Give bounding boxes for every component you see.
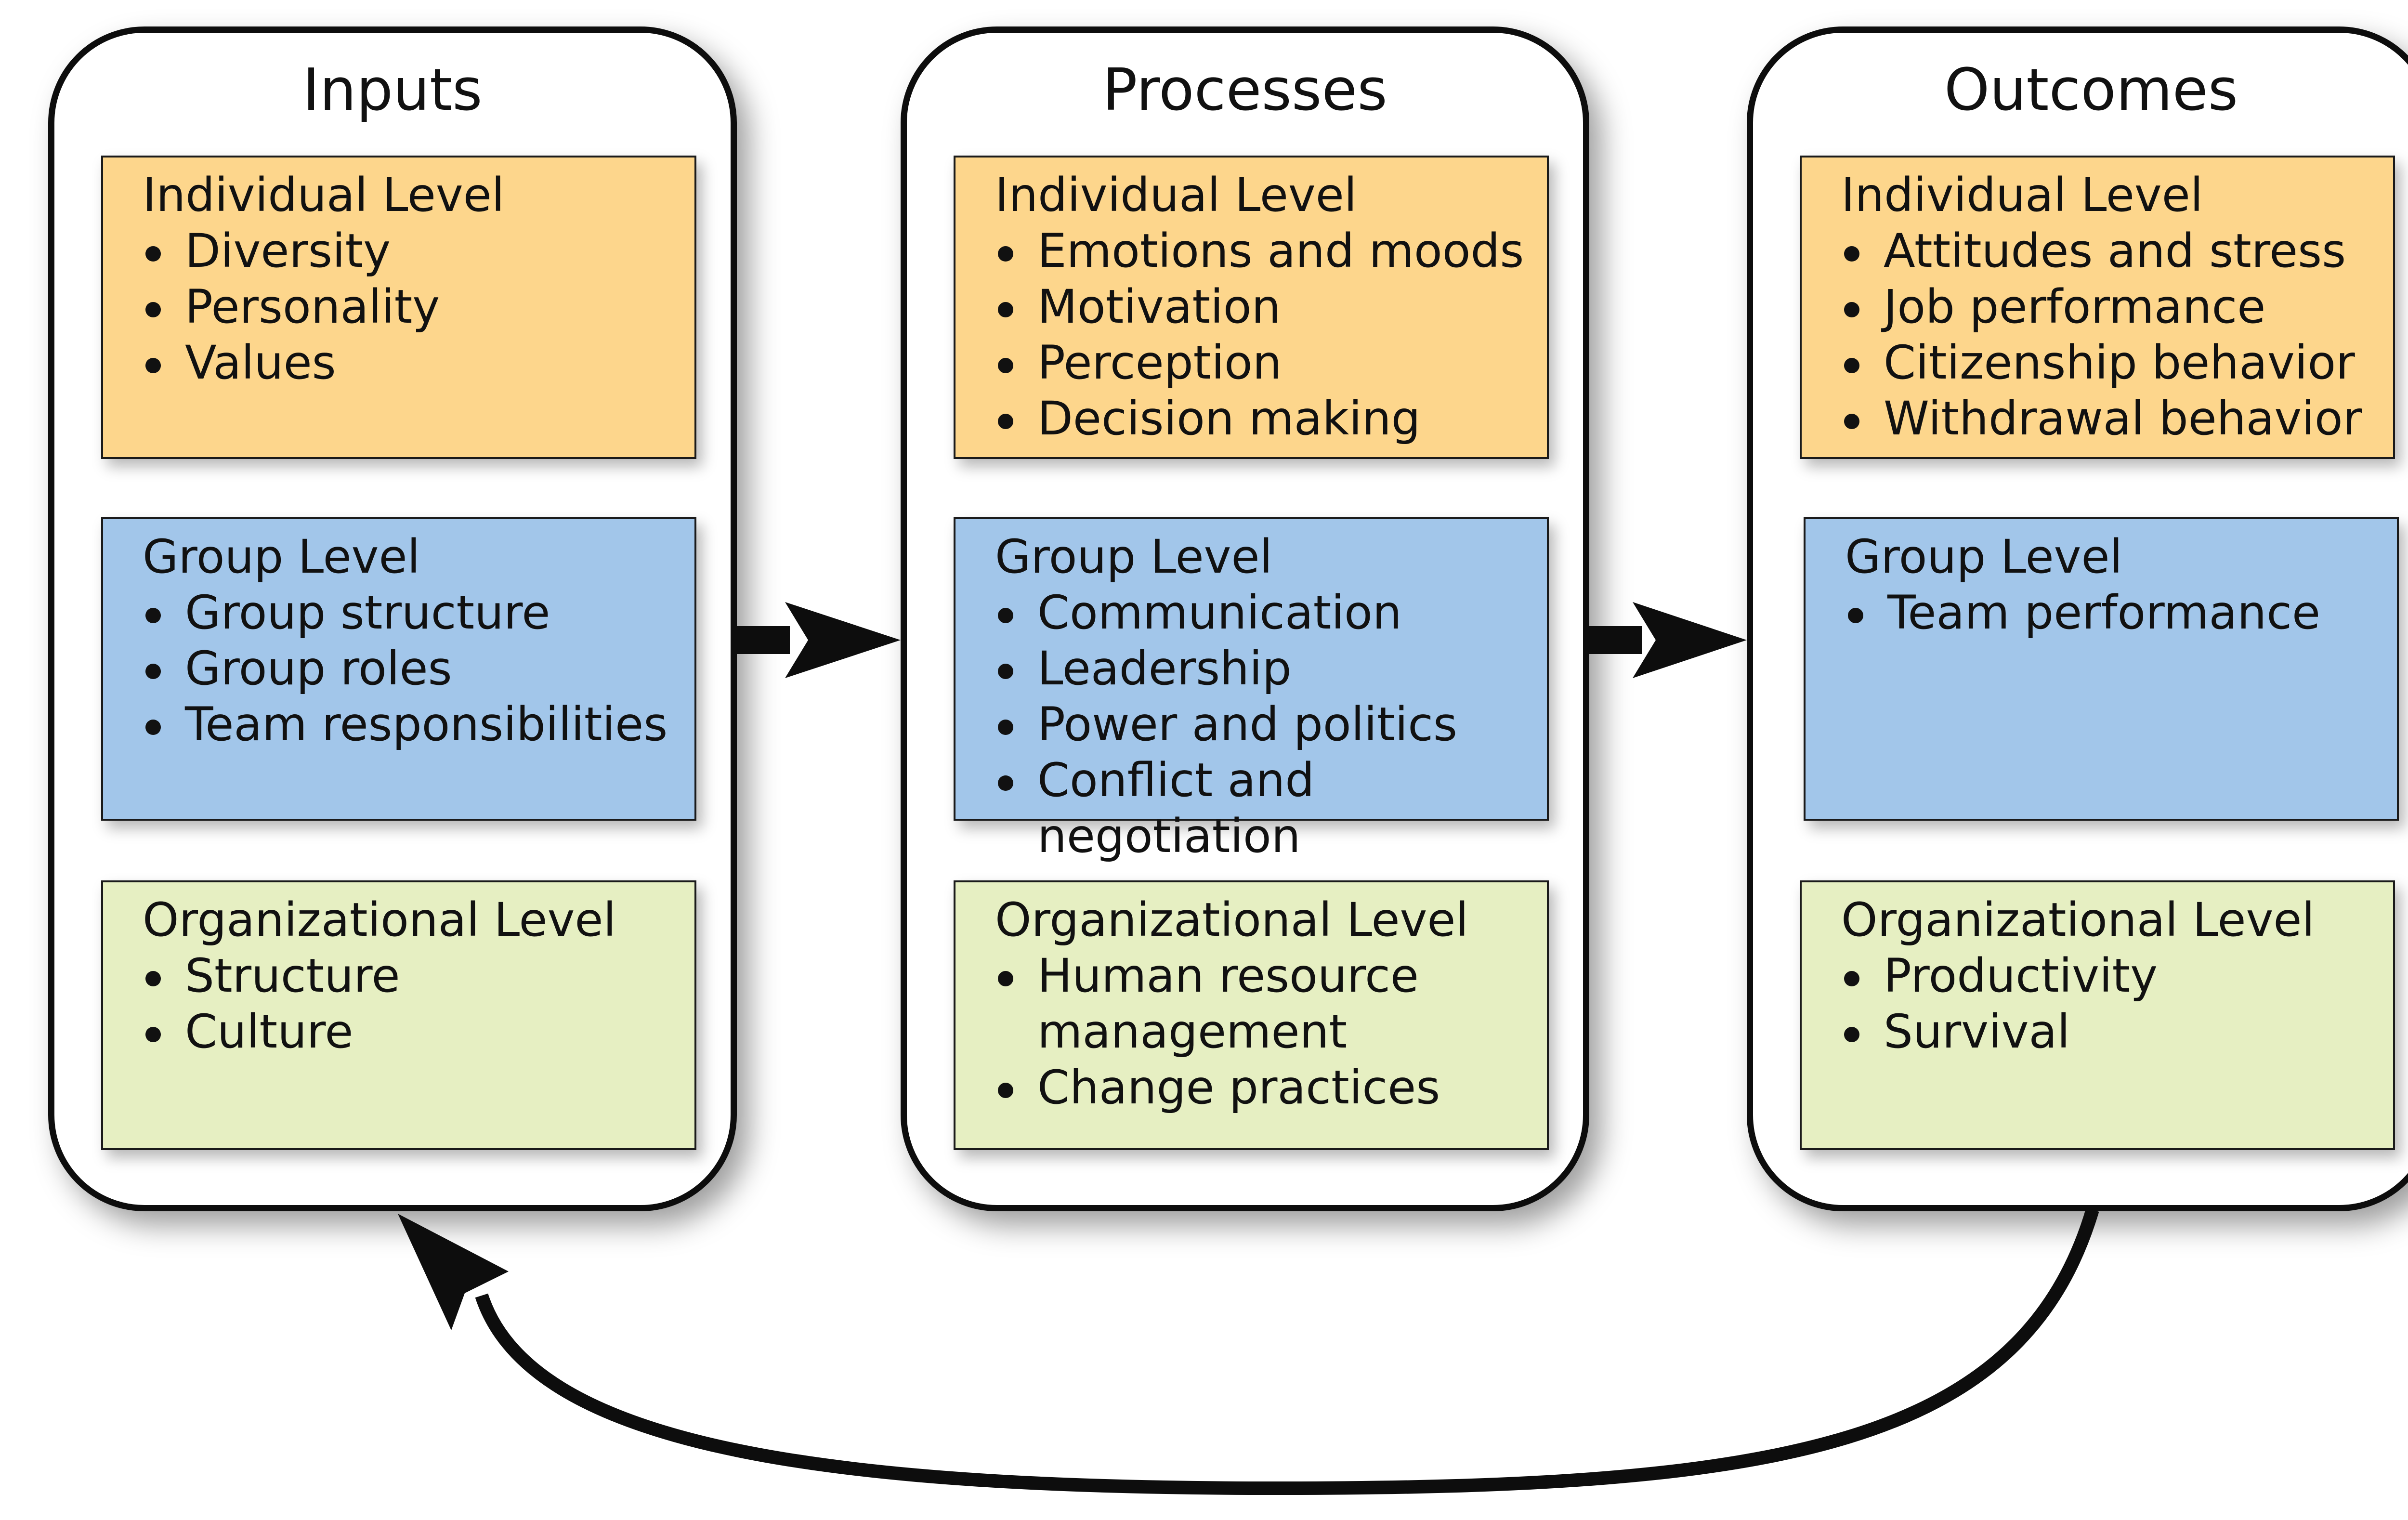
list-item: Structure	[143, 948, 675, 1004]
processes-group-level: Group Level Communication Leadership Pow…	[954, 517, 1549, 863]
processes-to-outcomes-arrow	[1589, 602, 1747, 678]
level-items: Productivity Survival	[1841, 948, 2374, 1060]
column-title: Processes	[1102, 57, 1387, 124]
inputs-individual-level: Individual Level Diversity Personality V…	[101, 156, 696, 459]
level-title: Group Level	[1845, 530, 2123, 584]
processes-column: Processes Individual Level Emotions and …	[901, 26, 1589, 1211]
level-items: Structure Culture	[143, 948, 675, 1060]
list-item: Conflict and negotiation	[995, 752, 1528, 864]
list-item: Power and politics	[995, 696, 1528, 752]
level-title: Individual Level	[143, 168, 505, 222]
feedback-loop-arrow	[398, 1208, 2099, 1495]
column-title: Outcomes	[1944, 57, 2238, 124]
level-title: Individual Level	[1841, 168, 2203, 222]
list-item: Change practices	[995, 1060, 1528, 1115]
inputs-to-processes-arrow	[737, 602, 901, 678]
list-item: Motivation	[995, 279, 1528, 335]
level-title: Group Level	[143, 530, 420, 584]
list-item: Human resource management	[995, 948, 1528, 1060]
list-item: Emotions and moods	[995, 223, 1528, 279]
level-title: Individual Level	[995, 168, 1357, 222]
list-item: Values	[143, 335, 675, 391]
inputs-column: Inputs Individual Level Diversity Person…	[48, 26, 737, 1211]
outcomes-column: Outcomes Individual Level Attitudes and …	[1747, 26, 2408, 1211]
inputs-group-level: Group Level Group structure Group roles …	[101, 517, 696, 821]
outcomes-group-level: Group Level Team performance	[1804, 517, 2399, 821]
level-title: Organizational Level	[143, 893, 616, 947]
list-item: Perception	[995, 335, 1528, 391]
processes-individual-level: Individual Level Emotions and moods Moti…	[954, 156, 1549, 459]
level-items: Attitudes and stress Job performance Cit…	[1841, 223, 2374, 446]
outcomes-organizational-level: Organizational Level Productivity Surviv…	[1800, 880, 2395, 1150]
level-title: Organizational Level	[1841, 893, 2315, 947]
list-item: Group roles	[143, 641, 675, 696]
level-items: Communication Leadership Power and polit…	[995, 585, 1528, 864]
list-item: Withdrawal behavior	[1841, 391, 2374, 446]
inputs-organizational-level: Organizational Level Structure Culture	[101, 880, 696, 1150]
list-item: Job performance	[1841, 279, 2374, 335]
list-item: Diversity	[143, 223, 675, 279]
list-item: Decision making	[995, 391, 1528, 446]
level-items: Emotions and moods Motivation Perception…	[995, 223, 1528, 446]
level-items: Human resource management Change practic…	[995, 948, 1528, 1115]
list-item: Team performance	[1845, 585, 2378, 641]
level-title: Organizational Level	[995, 893, 1469, 947]
list-item: Culture	[143, 1004, 675, 1060]
list-item: Communication	[995, 585, 1528, 641]
level-items: Group structure Group roles Team respons…	[143, 585, 675, 752]
outcomes-individual-level: Individual Level Attitudes and stress Jo…	[1800, 156, 2395, 459]
list-item: Team responsibilities	[143, 696, 675, 752]
list-item: Leadership	[995, 641, 1528, 696]
level-items: Diversity Personality Values	[143, 223, 675, 391]
list-item: Citizenship behavior	[1841, 335, 2374, 391]
list-item: Survival	[1841, 1004, 2374, 1060]
level-title: Group Level	[995, 530, 1273, 584]
processes-organizational-level: Organizational Level Human resource mana…	[954, 880, 1549, 1150]
list-item: Productivity	[1841, 948, 2374, 1004]
level-items: Team performance	[1845, 585, 2378, 641]
list-item: Group structure	[143, 585, 675, 641]
column-title: Inputs	[302, 57, 483, 124]
list-item: Personality	[143, 279, 675, 335]
list-item: Attitudes and stress	[1841, 223, 2374, 279]
